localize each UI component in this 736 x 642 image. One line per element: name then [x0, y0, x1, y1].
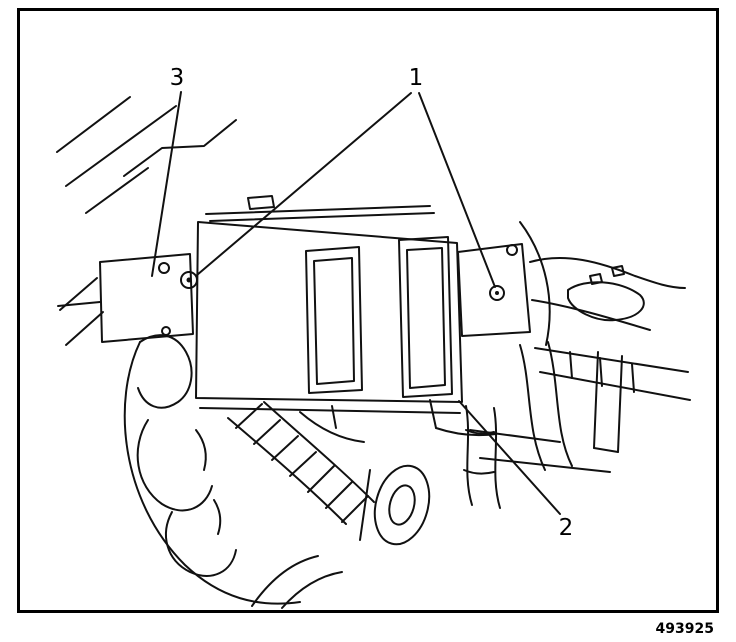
heater-hoses: [359, 341, 573, 546]
windshield-hatch-lines: [56, 96, 237, 346]
mounting-screw-left: [180, 271, 198, 289]
figure-number: 493925: [656, 621, 714, 637]
module-body: [195, 195, 463, 414]
leader-line-2: [458, 400, 561, 515]
figure-border: [17, 8, 719, 613]
callout-label-2: 2: [559, 515, 574, 541]
corrugated-hose: [227, 401, 375, 525]
leader-line-3: [151, 91, 182, 277]
callout-label-1: 1: [409, 65, 424, 91]
hand: [123, 334, 343, 609]
left-mounting-bracket: [57, 253, 194, 343]
dash-structure-right: [457, 221, 691, 473]
mounting-screw-right: [489, 285, 505, 301]
leader-line-1b: [418, 92, 496, 288]
leader-line-1a: [196, 92, 412, 276]
callout-leader-lines: [151, 91, 561, 515]
callout-label-3: 3: [170, 65, 185, 91]
under-module-structure: [299, 399, 497, 443]
